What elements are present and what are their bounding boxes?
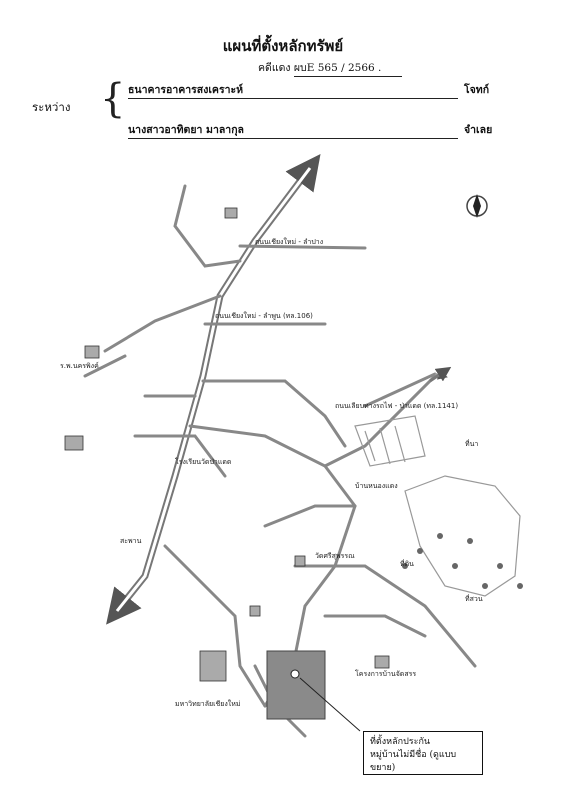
- tree-icons: [402, 533, 523, 589]
- road-label: ถนนเชียงใหม่ - ลำพูน (ทล.106): [215, 311, 313, 320]
- place-label: สะพาน: [120, 537, 142, 545]
- plaintiff-name: ธนาคารอาคารสงเคราะห์: [128, 81, 458, 99]
- callout-line-1: ที่ตั้งหลักประกัน: [370, 737, 431, 747]
- place-label: โครงการบ้านจัดสรร: [355, 669, 416, 678]
- brace-icon: {: [100, 76, 126, 122]
- place-label: ที่ดิน: [400, 559, 414, 568]
- road-label: ถนนเลียบทางรถไฟ - ป่าแดด (ทล.1141): [335, 401, 458, 410]
- location-map: ถนนเชียงใหม่ - ลำพูน (ทล.106) ถนนเชียงให…: [60, 154, 523, 738]
- between-label: ระหว่าง: [32, 100, 71, 114]
- compass-icon: [466, 194, 488, 218]
- page-title: แผนที่ตั้งหลักทรัพย์: [222, 37, 344, 55]
- building-icons: [64, 207, 390, 682]
- road-label: ถนนเชียงใหม่ - ลำปาง: [255, 237, 323, 246]
- place-label: ร.พ.นครพิงค์: [60, 362, 99, 370]
- place-label: โรงเรียนวัดป่าแดด: [175, 457, 231, 466]
- collateral-callout: ที่ตั้งหลักประกัน หมู่บ้านไม่มีชื่อ (ดูแ…: [363, 731, 483, 775]
- land-parcels: [354, 415, 521, 597]
- defendant-role: จำเลย: [464, 124, 493, 136]
- case-label: คดีแดง: [258, 62, 291, 74]
- collateral-plot: [266, 650, 326, 720]
- callout-line-2: หมู่บ้านไม่มีชื่อ (ดูแบบขยาย): [370, 750, 457, 774]
- main-highway: [106, 154, 321, 625]
- defendant-name: นางสาวอาทิตยา มาลากุล: [128, 121, 458, 139]
- case-number-row: คดีแดง ผบE 565 / 2566 .: [258, 59, 402, 77]
- place-label: วัดศรีสุพรรณ: [315, 552, 355, 560]
- place-label: บ้านหนองแดง: [355, 482, 398, 490]
- place-label: ที่สวน: [465, 594, 483, 603]
- place-label: มหาวิทยาลัยเชียงใหม่: [175, 699, 240, 708]
- case-number: ผบE 565 / 2566 .: [293, 59, 402, 77]
- plaintiff-role: โจทก์: [464, 84, 490, 96]
- place-label: ที่นา: [465, 439, 478, 448]
